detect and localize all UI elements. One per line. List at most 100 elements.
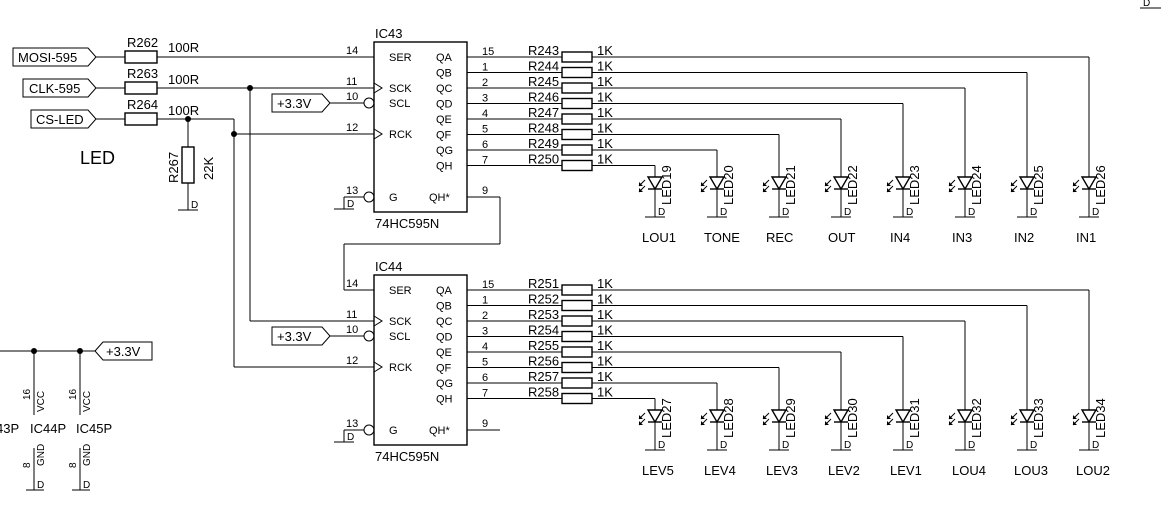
net-label: LEV3 [766, 463, 798, 478]
pin-number: 5 [482, 124, 488, 136]
net-label: LOU3 [1014, 463, 1048, 478]
gnd-label: D [83, 480, 90, 491]
pin-label: QD [436, 99, 453, 111]
led: D LED29 [762, 398, 798, 451]
pin-number: 4 [482, 341, 488, 353]
resistor-ref: R254 [528, 323, 559, 338]
gnd-label: D [782, 440, 789, 451]
pin-number: 14 [346, 45, 358, 57]
chip-body [373, 274, 468, 446]
supply-label: +3.3V [277, 96, 312, 111]
net-label: IN3 [952, 230, 972, 245]
resistor-value: 1K [597, 292, 613, 307]
led-ref: LED23 [907, 165, 922, 205]
led-ref: LED26 [1093, 165, 1108, 205]
resistor-value: 1K [597, 338, 613, 353]
pin-label: SCL [389, 331, 410, 343]
resistor [561, 330, 593, 343]
net-label: LEV4 [704, 463, 736, 478]
gnd-label: D [968, 440, 975, 451]
resistor-ref: R243 [528, 43, 559, 58]
clock-mark [373, 82, 383, 94]
port-cs: CS-LED [30, 109, 97, 129]
port-clk-label: CLK-595 [29, 81, 80, 96]
resistor [561, 113, 593, 125]
gnd-label: D [1030, 440, 1037, 451]
resistor-ref: R264 [127, 97, 158, 112]
resistor-value: 100R [168, 103, 199, 118]
pin-number: 7 [482, 155, 488, 167]
resistor-ref: R249 [528, 136, 559, 151]
resistor [561, 51, 593, 63]
vcc-pin-number: 16 [22, 388, 33, 400]
resistor-value: 1K [597, 74, 613, 89]
gnd-label: D [191, 200, 198, 211]
net-label: LOU2 [1076, 463, 1110, 478]
pin-number: 13 [346, 418, 358, 430]
pin-number: 11 [346, 76, 357, 88]
led-ref: LED33 [1031, 398, 1046, 438]
clock-mark [373, 128, 383, 140]
gnd-label: D [347, 432, 354, 443]
net-label: LEV1 [890, 463, 922, 478]
resistor-value: 1K [597, 369, 613, 384]
resistor [561, 392, 593, 405]
led: D LED25 [1010, 165, 1046, 218]
pin-label: QB [436, 68, 452, 80]
pin-label: QH [436, 161, 453, 173]
resistor-value: 1K [597, 121, 613, 136]
resistor [561, 82, 593, 94]
pin-label: QH* [429, 192, 451, 204]
gnd-label: D [1092, 440, 1099, 451]
led-ref: LED27 [659, 398, 674, 438]
resistor-value: 1K [597, 354, 613, 369]
pin-label: QF [436, 130, 452, 142]
gnd-label: D [1030, 207, 1037, 218]
power-ref: 43P [0, 421, 19, 436]
power-ref: IC45P [76, 421, 112, 436]
gnd-label: D [720, 440, 727, 451]
resistor-ref: R255 [528, 338, 559, 353]
pin-number: 11 [346, 309, 357, 321]
resistor [561, 159, 593, 172]
net-label: IN4 [890, 230, 910, 245]
pin-label: SCL [389, 98, 410, 110]
resistor [561, 315, 593, 327]
pin-label: QG [436, 378, 453, 390]
pin-label: SER [389, 52, 412, 64]
pin-number: 14 [346, 278, 358, 290]
resistor [561, 284, 593, 296]
led: D LED28 [700, 398, 736, 451]
port-mosi: MOSI-595 [12, 47, 97, 67]
led-ref: LED22 [845, 165, 860, 205]
resistor-ref: R250 [528, 152, 559, 167]
pin-number: 3 [482, 93, 488, 105]
resistor-ref: R258 [528, 385, 559, 400]
led-ref: LED25 [1031, 165, 1046, 205]
net-label: TONE [704, 230, 740, 245]
pin-number: 4 [482, 108, 488, 120]
clock-mark [373, 315, 383, 327]
resistor-r267: D R267 22K [166, 119, 216, 211]
led-ref: LED28 [721, 398, 736, 438]
resistor-value: 22K [201, 157, 216, 180]
pin-label: RCK [389, 362, 413, 374]
pin-number: 1 [482, 295, 488, 307]
resistor [561, 299, 593, 312]
pin-number: 7 [482, 388, 488, 400]
led-ref: LED24 [969, 165, 984, 205]
gnd-pin-label: GND [82, 444, 93, 466]
led-ref: LED29 [783, 398, 798, 438]
pin-number: 2 [482, 77, 488, 89]
